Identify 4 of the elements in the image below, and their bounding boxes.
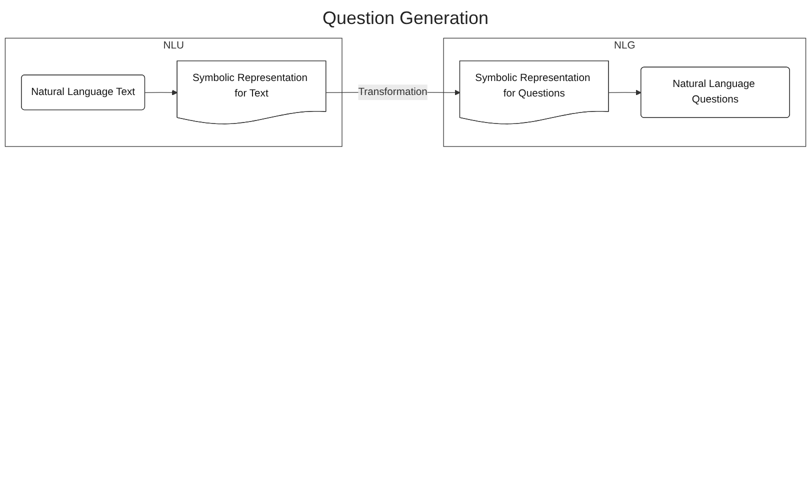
arrow	[144, 90, 178, 96]
diagram-title: Question Generation	[321, 8, 490, 29]
edge-label: Transformation	[358, 86, 428, 98]
arrow	[608, 90, 642, 96]
